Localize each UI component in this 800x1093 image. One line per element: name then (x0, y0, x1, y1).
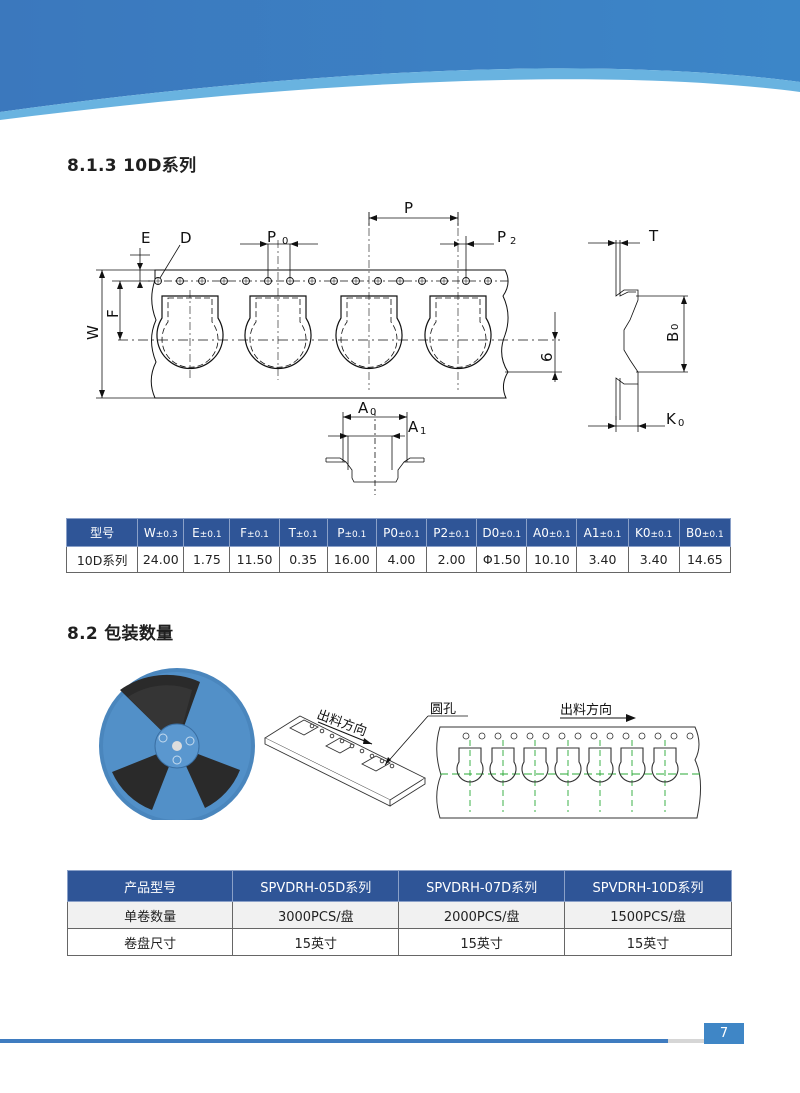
spec-header-t: T±0.1 (278, 518, 328, 547)
spec-header-p2: P2±0.1 (426, 518, 478, 547)
dim-label-p2: P (497, 228, 506, 246)
pack-table-row: 单卷数量 3000PCS/盘 2000PCS/盘 1500PCS/盘 (66, 901, 732, 929)
spec-header-a0: A0±0.1 (526, 518, 578, 547)
spec-cell-a1: 3.40 (576, 546, 629, 573)
section-title-10d: 8.1.3 10D系列 (67, 156, 197, 176)
spec-header-b0: B0±0.1 (678, 518, 732, 547)
pack-cell: 15英寸 (564, 928, 732, 956)
packing-quantity-table: 产品型号 SPVDRH-05D系列 SPVDRH-07D系列 SPVDRH-10… (66, 870, 732, 956)
spec-cell-f: 11.50 (229, 546, 280, 573)
pack-header-07d: SPVDRH-07D系列 (398, 870, 566, 902)
spec-cell-model: 10D系列 (65, 546, 139, 573)
spec-header-p: P±0.1 (326, 518, 377, 547)
dim-label-f: F (104, 309, 122, 318)
pack-cell: 15英寸 (398, 928, 566, 956)
spec-table-header-row: 型号 W±0.3 E±0.1 F±0.1 T±0.1 P±0.1 P0±0.1 … (65, 518, 732, 547)
pack-cell: 单卷数量 (66, 901, 234, 929)
spec-cell-p: 16.00 (326, 546, 377, 573)
pack-header-05d: SPVDRH-05D系列 (232, 870, 400, 902)
spec-table-row: 10D系列 24.00 1.75 11.50 0.35 16.00 4.00 2… (65, 546, 732, 573)
spec-header-model: 型号 (65, 518, 139, 547)
spec-header-w: W±0.3 (137, 518, 185, 547)
pack-cell: 3000PCS/盘 (232, 901, 400, 929)
spec-header-e: E±0.1 (183, 518, 231, 547)
spec-header-d0: D0±0.1 (476, 518, 528, 547)
round-hole-label: 圆孔 (430, 702, 456, 717)
pack-header-10d: SPVDRH-10D系列 (564, 870, 732, 902)
dim-label-w: W (84, 325, 102, 340)
dim-label-p2-sub: 2 (510, 236, 516, 247)
spec-cell-k0: 3.40 (627, 546, 680, 573)
dim-label-b0-sub: 0 (670, 324, 681, 330)
pack-header-model: 产品型号 (66, 870, 234, 902)
pack-cell: 15英寸 (232, 928, 400, 956)
pack-cell: 1500PCS/盘 (564, 901, 732, 929)
tape-dimension-drawing: E D P 0 P P 2 T W F 6 B 0 K 0 A 0 A 1 (84, 199, 688, 495)
dim-label-d: D (180, 229, 192, 247)
packing-illustration: 出料方向 圆孔 出料方向 (99, 668, 701, 820)
spec-cell-w: 24.00 (137, 546, 185, 573)
spec-cell-t: 0.35 (278, 546, 328, 573)
page-number: 7 (704, 1023, 744, 1044)
spec-header-f: F±0.1 (229, 518, 280, 547)
dim-label-p0: P (267, 228, 276, 246)
tape-spec-table: 型号 W±0.3 E±0.1 F±0.1 T±0.1 P±0.1 P0±0.1 … (65, 518, 732, 573)
spec-cell-p0: 4.00 (375, 546, 428, 573)
spec-cell-b0: 14.65 (678, 546, 732, 573)
dim-label-a1: A (408, 418, 419, 436)
footer-bar (0, 1039, 668, 1043)
spec-cell-a0: 10.10 (526, 546, 578, 573)
sprocket-holes (154, 277, 492, 285)
feed-direction-right-label: 出料方向 (560, 702, 612, 718)
section-title-packing: 8.2 包装数量 (67, 624, 174, 644)
dim-label-k0: K (666, 410, 677, 428)
reel-image (99, 668, 255, 820)
dim-label-t: T (648, 227, 659, 245)
pack-table-row: 卷盘尺寸 15英寸 15英寸 15英寸 (66, 928, 732, 956)
dim-label-p: P (404, 199, 413, 217)
dim-label-g: 6 (538, 352, 556, 362)
dim-label-a1-sub: 1 (420, 426, 426, 437)
isometric-tape (264, 715, 426, 807)
spec-cell-e: 1.75 (183, 546, 231, 573)
dim-label-a0-sub: 0 (370, 407, 376, 418)
spec-header-k0: K0±0.1 (627, 518, 680, 547)
spec-header-a1: A1±0.1 (576, 518, 629, 547)
pack-cell: 2000PCS/盘 (398, 901, 566, 929)
footer-bar-accent (668, 1039, 704, 1043)
pack-table-header-row: 产品型号 SPVDRH-05D系列 SPVDRH-07D系列 SPVDRH-10… (66, 870, 732, 902)
dim-label-e: E (141, 229, 150, 247)
spec-cell-d0: Φ1.50 (476, 546, 528, 573)
dim-label-p0-sub: 0 (282, 236, 288, 247)
flat-tape-right (436, 726, 701, 819)
header-wave-banner (0, 0, 800, 120)
dim-label-b0: B (664, 332, 682, 342)
pack-cell: 卷盘尺寸 (66, 928, 234, 956)
dim-label-a0: A (358, 399, 369, 417)
spec-cell-p2: 2.00 (426, 546, 478, 573)
spec-header-p0: P0±0.1 (375, 518, 428, 547)
dim-label-k0-sub: 0 (678, 418, 684, 429)
